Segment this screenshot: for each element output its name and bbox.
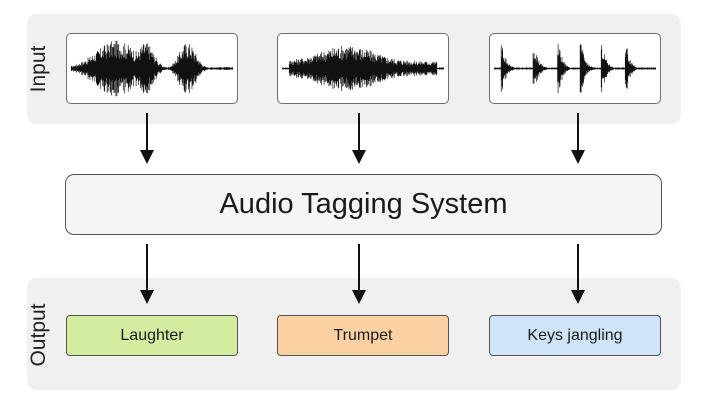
waveform-laughter-trace	[70, 40, 234, 97]
tag-trumpet: Trumpet	[277, 315, 449, 356]
waveform-keys-plot	[493, 43, 657, 94]
waveform-trumpet-trace	[281, 45, 445, 92]
tag-laughter: Laughter	[66, 315, 238, 356]
waveform-keys	[489, 33, 661, 104]
tag-trumpet-label: Trumpet	[333, 326, 393, 344]
arrowhead-input-1	[140, 150, 154, 164]
tag-laughter-label: Laughter	[120, 326, 184, 344]
tag-keys-jangling: Keys jangling	[489, 315, 661, 356]
waveform-laughter	[66, 33, 238, 104]
waveform-trumpet	[277, 33, 449, 104]
arrowhead-input-2	[352, 150, 366, 164]
input-panel-label: Input	[27, 45, 50, 93]
waveform-trumpet-plot	[281, 45, 445, 92]
output-panel-label: Output	[27, 303, 50, 367]
waveform-keys-trace	[493, 43, 657, 94]
system-label: Audio Tagging System	[219, 188, 508, 220]
arrowhead-input-3	[571, 150, 585, 164]
waveform-laughter-plot	[70, 40, 234, 97]
tag-keys-jangling-label: Keys jangling	[527, 326, 623, 344]
audio-tagging-system-box: Audio Tagging System	[65, 174, 662, 235]
